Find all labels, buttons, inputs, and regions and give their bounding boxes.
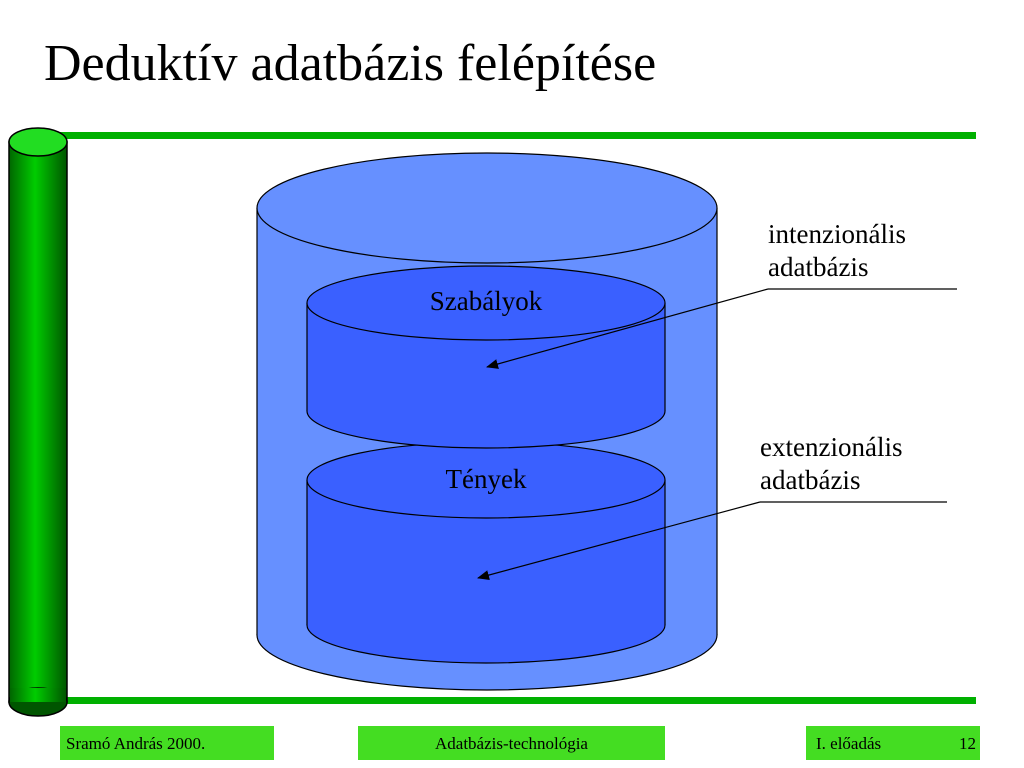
- bottom-green-rule: [60, 697, 976, 704]
- extensional-callout-line1: extenzionális: [760, 432, 903, 462]
- footer-lecture: I. előadás: [816, 734, 882, 753]
- facts-label: Tények: [445, 464, 527, 494]
- intensional-callout-line1: intenzionális: [768, 219, 906, 249]
- intensional-callout-pointer: [486, 288, 957, 369]
- intensional-database-callout: intenzionális adatbázis: [768, 218, 906, 284]
- extensional-database-callout: extenzionális adatbázis: [760, 431, 902, 497]
- top-green-rule: [60, 132, 976, 139]
- footer-author: Sramó András 2000.: [60, 726, 274, 760]
- green-pillar-decoration: [8, 127, 68, 717]
- footer-lecture-box: I. előadás 12: [806, 726, 980, 760]
- extensional-callout-line2: adatbázis: [760, 465, 861, 495]
- rules-label: Szabályok: [429, 286, 543, 316]
- slide-title: Deduktív adatbázis felépítése: [44, 35, 657, 92]
- extensional-callout-pointer: [477, 501, 947, 580]
- footer-course-title: Adatbázis-technológia: [358, 726, 665, 760]
- intensional-callout-line2: adatbázis: [768, 252, 869, 282]
- rules-cylinder: [306, 265, 666, 449]
- footer-page-number: 12: [959, 734, 976, 753]
- facts-cylinder: [306, 441, 666, 664]
